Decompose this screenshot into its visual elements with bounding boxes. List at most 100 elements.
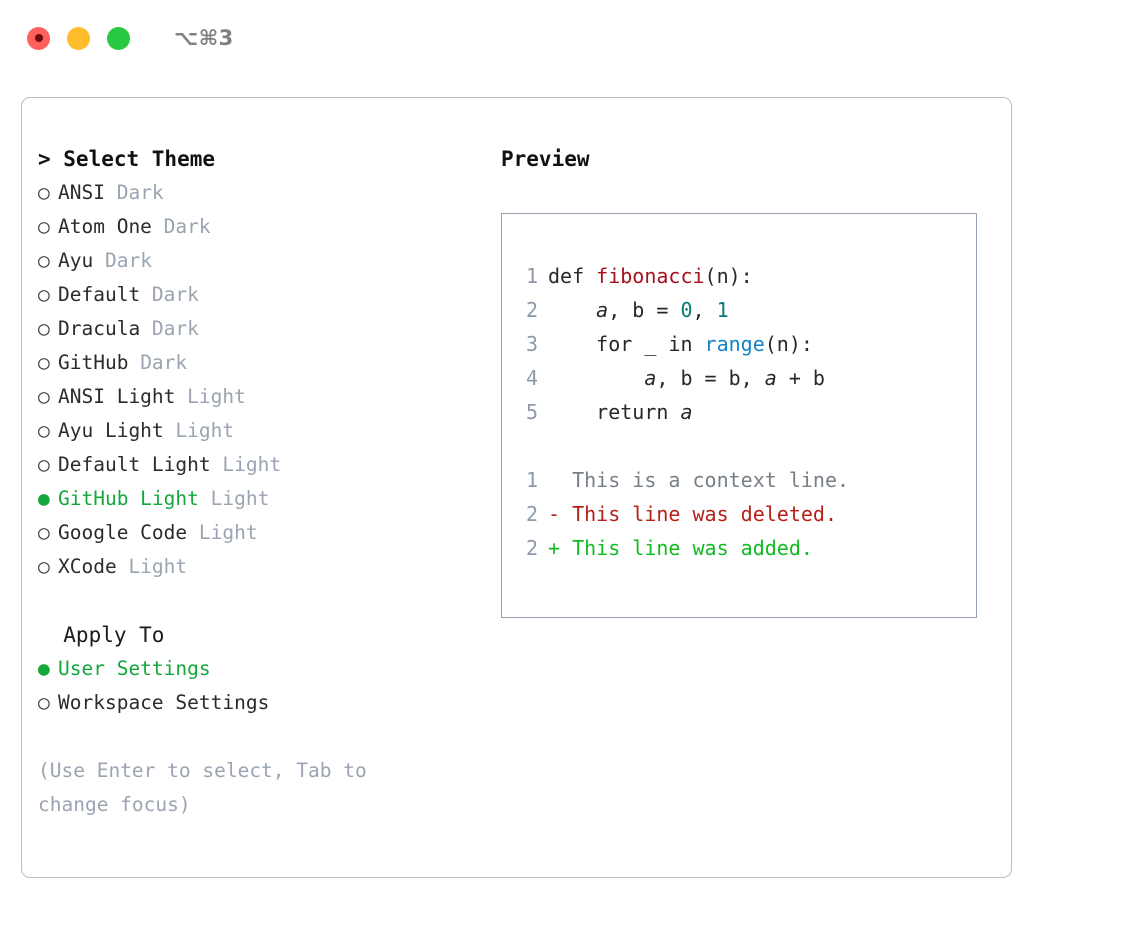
diff-line-number: 1 [525, 468, 538, 492]
code-token: , b = [608, 298, 681, 322]
theme-option-label: Default [58, 283, 141, 306]
diff-marker: - [548, 502, 573, 526]
code-token: 0 [680, 298, 693, 322]
diff-text: This line was added. [572, 536, 813, 560]
maximize-button-icon[interactable] [107, 26, 130, 50]
minimize-button-icon[interactable] [67, 26, 90, 50]
keyboard-shortcut-label: ⌥⌘3 [174, 26, 234, 50]
code-token: (n): [704, 264, 753, 288]
radio-unselected-icon[interactable]: ○ [38, 317, 50, 340]
select-theme-heading: > Select Theme [38, 147, 216, 171]
theme-option-label: ANSI [58, 181, 105, 204]
diff-line: 1 This is a context line. [514, 463, 972, 497]
code-line: 2 a, b = 0, 1 [514, 293, 972, 327]
theme-option-label: XCode [58, 555, 117, 578]
theme-option-tag: Dark [140, 317, 199, 340]
theme-option-tag: Dark [93, 249, 152, 272]
theme-option-label: GitHub Light [58, 487, 199, 510]
code-token: 1 [716, 298, 729, 322]
apply-to-option-row[interactable]: ● User Settings [38, 652, 478, 686]
theme-option-tag: Light [210, 453, 282, 476]
radio-unselected-icon[interactable]: ○ [38, 453, 50, 476]
apply-to-section: Apply To ● User Settings ○ Workspace Settin… [38, 618, 478, 720]
theme-option-row[interactable]: ○ Dracula Dark [38, 312, 478, 346]
diff-sample: 1 This is a context line.2- This line wa… [514, 463, 972, 565]
apply-to-list[interactable]: ● User Settings ○ Workspace Settings [38, 652, 478, 720]
theme-option-row[interactable]: ○ Atom One Dark [38, 210, 478, 244]
theme-option-label: GitHub [58, 351, 129, 374]
radio-unselected-icon[interactable]: ○ [38, 283, 50, 306]
theme-option-tag: Light [175, 385, 246, 408]
code-token: fibonacci [596, 264, 705, 288]
code-line-number: 4 [525, 366, 538, 390]
code-token: return [548, 400, 681, 424]
code-token: a [644, 366, 657, 390]
code-token: range [704, 332, 765, 356]
apply-to-option-row[interactable]: ○ Workspace Settings [38, 686, 478, 720]
apply-to-heading: Apply To [38, 623, 165, 647]
apply-to-option-label: User Settings [58, 657, 211, 680]
radio-selected-icon[interactable]: ● [38, 487, 50, 510]
code-line-number: 1 [525, 264, 538, 288]
diff-line: 2- This line was deleted. [514, 497, 972, 531]
theme-option-row[interactable]: ○Ayu Light Light [38, 414, 478, 448]
theme-option-tag: Light [163, 419, 235, 442]
theme-option-tag: Dark [104, 181, 164, 204]
theme-option-row[interactable]: ● GitHub Light Light [38, 482, 478, 516]
theme-option-row[interactable]: ○XCode Light [38, 550, 478, 584]
close-button-icon[interactable] [27, 26, 50, 50]
theme-option-row[interactable]: ○GitHub Dark [38, 346, 478, 380]
code-line-number: 3 [525, 332, 538, 356]
diff-line: 2 + This line was added. [514, 531, 972, 565]
theme-option-row[interactable]: ○ ANSI Dark [38, 176, 478, 210]
radio-unselected-icon[interactable]: ○ [38, 521, 50, 544]
main-panel: > Select Theme ○ANSI Dark○Atom One Dark○… [21, 97, 1012, 878]
diff-marker: + [548, 536, 573, 560]
radio-unselected-icon[interactable]: ○ [38, 351, 50, 374]
radio-unselected-icon[interactable]: ○ [38, 181, 50, 204]
theme-option-row[interactable]: ○ Default Dark [38, 278, 478, 312]
theme-list[interactable]: ○ANSI Dark○Atom One Dark○Ayu Dark○Defaul… [38, 176, 478, 584]
theme-option-label: ANSI Light [58, 385, 176, 408]
diff-text: This line was deleted. [572, 502, 837, 526]
code-token: + b [776, 366, 825, 390]
code-line-number: 2 [525, 298, 538, 322]
radio-unselected-icon[interactable]: ○ [38, 691, 50, 714]
diff-line-number: 2 [525, 502, 538, 526]
close-inner-dot [34, 34, 43, 42]
theme-option-label: Atom One [58, 215, 152, 238]
theme-option-label: Dracula [58, 317, 141, 340]
code-token [548, 366, 644, 390]
theme-option-row[interactable]: ○ Ayu Dark [38, 244, 478, 278]
help-hint-text: (Use Enter to select, Tab to change focu… [38, 759, 367, 816]
code-line: 4 a, b = b, a + b [514, 361, 972, 395]
theme-option-row[interactable]: ○ ANSI Light Light [38, 380, 478, 414]
radio-unselected-icon[interactable]: ○ [38, 385, 50, 408]
radio-unselected-icon[interactable]: ○ [38, 419, 50, 442]
diff-text: This is a context line. [572, 468, 850, 492]
radio-unselected-icon[interactable]: ○ [38, 249, 50, 272]
code-token: a [596, 298, 609, 322]
theme-option-tag: Light [198, 487, 270, 510]
code-line-number: 5 [525, 400, 538, 424]
code-line: 3 for _ in range(n): [514, 327, 972, 361]
theme-option-tag: Dark [151, 215, 211, 238]
preview-heading: Preview [501, 147, 590, 171]
code-token: , b = b, [656, 366, 765, 390]
code-token: a [764, 366, 777, 390]
title-bar: ⌥⌘3 [0, 0, 1140, 76]
theme-option-label: Ayu [58, 249, 94, 272]
theme-option-row[interactable]: ○Default Light Light [38, 448, 478, 482]
radio-unselected-icon[interactable]: ○ [38, 215, 50, 238]
diff-line-number: 2 [525, 536, 538, 560]
theme-option-row[interactable]: ○Google Code Light [38, 516, 478, 550]
code-token: def [548, 264, 597, 288]
radio-selected-icon[interactable]: ● [38, 657, 50, 680]
apply-to-option-label: Workspace Settings [58, 691, 270, 714]
theme-option-tag: Dark [140, 283, 199, 306]
radio-unselected-icon[interactable]: ○ [38, 555, 50, 578]
diff-marker [548, 468, 572, 492]
